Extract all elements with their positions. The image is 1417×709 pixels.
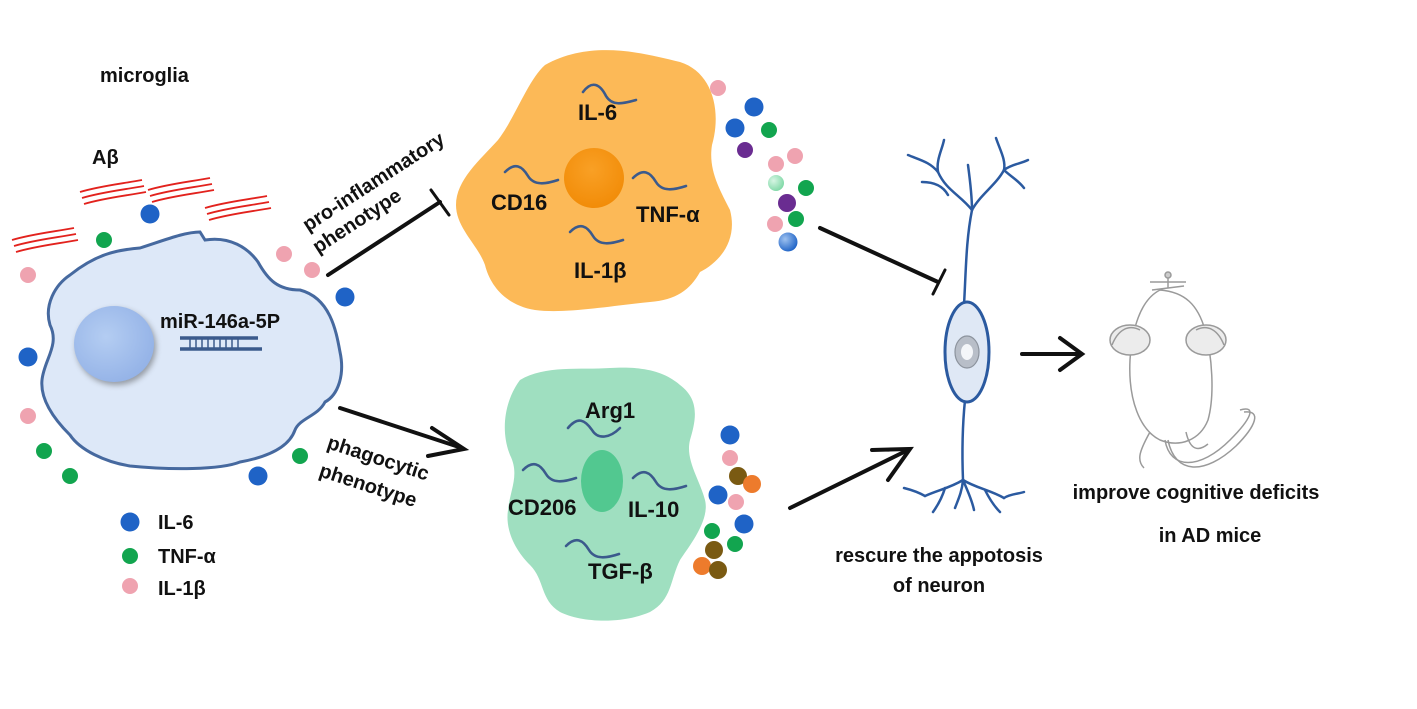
improve-label-line1: improve cognitive deficits: [1073, 482, 1320, 504]
neuron-nucleolus: [961, 344, 973, 360]
abeta-fibril: [204, 195, 272, 221]
dot-purple: [778, 194, 796, 212]
dot-il1b: [710, 80, 726, 96]
mouse: [1109, 271, 1256, 469]
legend-label-il1b: IL-1β: [158, 578, 206, 600]
legend-swatch-il1b: [122, 578, 138, 594]
rescue-label-line1: rescure the appotosis: [835, 545, 1043, 567]
dot-il1b: [276, 246, 292, 262]
m1-marker-il6: IL-6: [578, 100, 617, 125]
dot-il1b: [20, 267, 36, 283]
inhibit-line-neuron: [818, 226, 940, 284]
m1-marker-tnfa: TNF-α: [636, 202, 700, 227]
inhibit-line-pro: [326, 200, 442, 277]
m1-nucleus: [564, 148, 624, 208]
abeta-fibril: [147, 177, 215, 203]
dot-il6: [734, 514, 754, 534]
abeta-fibrils: [11, 177, 272, 253]
dot-orange: [693, 557, 711, 575]
dot-il1b: [722, 450, 738, 466]
dot-tnfa: [798, 180, 814, 196]
dot-tnfa: [292, 448, 308, 464]
microglia-nucleus: [74, 306, 154, 382]
dot-il6: [725, 118, 745, 138]
microglia-label: microglia: [100, 65, 190, 87]
dot-orange: [743, 475, 761, 493]
dot-lightgreen: [768, 175, 784, 191]
m1-marker-il1b: IL-1β: [574, 258, 627, 283]
cytokine-dots: [18, 80, 814, 579]
dot-tnfa: [36, 443, 52, 459]
mrna-squiggles: [503, 83, 688, 559]
dot-il6: [744, 97, 764, 117]
dot-il1b: [768, 156, 784, 172]
mrna-squiggle: [568, 224, 625, 245]
m2-marker-il10: IL-10: [628, 497, 679, 522]
dot-il6: [140, 204, 160, 224]
inhibit-bar-pro: [429, 188, 451, 217]
arrow-phagocytic-line: [338, 406, 464, 450]
legend: IL-6 TNF-α IL-1β: [120, 512, 217, 600]
m2-marker-arg1: Arg1: [585, 398, 635, 423]
abeta-label: Aβ: [92, 147, 119, 169]
arrow-neuron-line: [788, 448, 910, 510]
dot-purple: [737, 142, 753, 158]
legend-swatch-il6: [120, 512, 140, 532]
m2-marker-cd206: CD206: [508, 495, 576, 520]
rescue-label-line2: of neuron: [893, 575, 985, 597]
dot-tnfa: [727, 536, 743, 552]
mrna-squiggle: [631, 470, 688, 491]
mrna-squiggle: [521, 462, 578, 483]
legend-label-tnfa: TNF-α: [158, 546, 217, 568]
m2-marker-tgfb: TGF-β: [588, 559, 653, 584]
dot-il1b: [20, 408, 36, 424]
mirna-label: miR-146a-5P: [160, 311, 280, 333]
arrow-neuron-head: [870, 446, 914, 482]
m2-nucleus: [581, 450, 623, 512]
mrna-squiggle: [566, 419, 622, 438]
legend-label-il6: IL-6: [158, 512, 194, 534]
inhibit-bar-neuron: [931, 268, 947, 296]
dot-il1b: [787, 148, 803, 164]
dot-olive: [729, 467, 747, 485]
connectors: [326, 188, 1086, 510]
dot-il1b: [728, 494, 744, 510]
neuron: [902, 136, 1030, 514]
dot-il6: [720, 425, 740, 445]
mirna-duplex: [180, 336, 262, 351]
dot-il1b: [767, 216, 783, 232]
arrow-mouse-head: [1058, 336, 1086, 372]
dot-blue-gradient: [778, 232, 798, 252]
mrna-squiggle: [503, 164, 560, 185]
dot-tnfa: [761, 122, 777, 138]
dot-il6: [18, 347, 38, 367]
m1-marker-cd16: CD16: [491, 190, 547, 215]
dot-tnfa: [704, 523, 720, 539]
dot-tnfa: [96, 232, 112, 248]
dot-tnfa: [62, 468, 78, 484]
dot-olive: [709, 561, 727, 579]
dot-il1b: [304, 262, 320, 278]
dot-il6: [335, 287, 355, 307]
mrna-squiggle: [581, 83, 638, 105]
dot-olive: [705, 541, 723, 559]
dot-il6: [248, 466, 268, 486]
abeta-fibril: [79, 179, 147, 205]
dot-tnfa: [788, 211, 804, 227]
dot-il6: [708, 485, 728, 505]
mrna-squiggle: [631, 170, 688, 191]
abeta-fibril: [11, 227, 79, 253]
mrna-squiggle: [564, 538, 621, 559]
arrow-phagocytic-head: [426, 426, 470, 458]
improve-label-line2: in AD mice: [1159, 525, 1262, 547]
legend-swatch-tnfa: [122, 548, 138, 564]
